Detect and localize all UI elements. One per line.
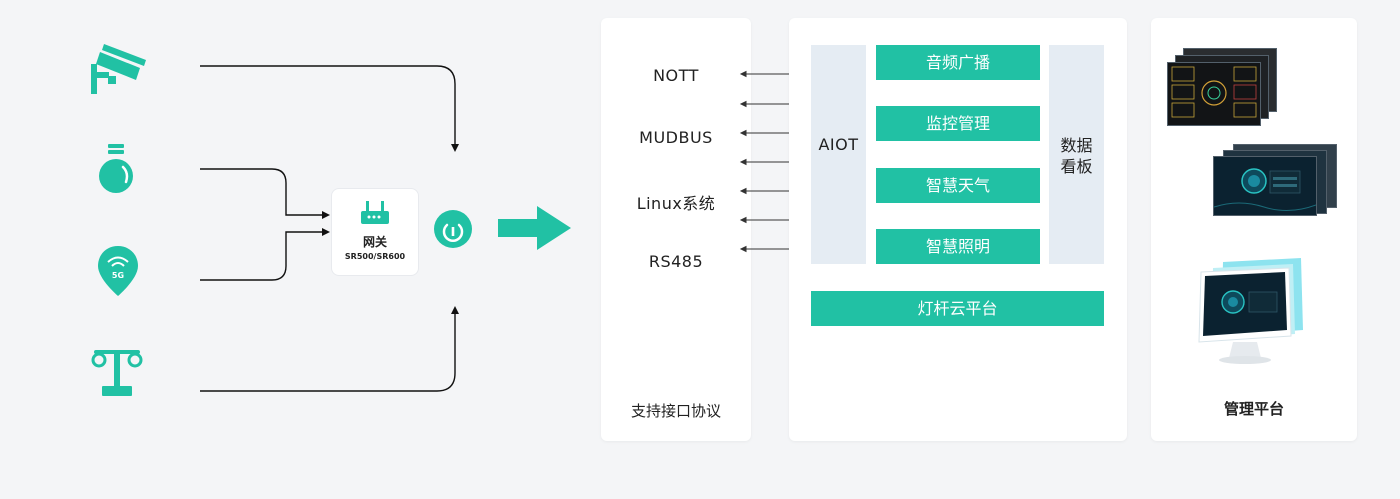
dashboard-thumbnail-graphic [1171,66,1257,118]
street-lamp-icon [90,344,144,402]
service-lighting: 智慧照明 [876,229,1040,264]
monitor-icon [1193,258,1317,372]
management-panel-title: 管理平台 [1223,400,1284,418]
arrowhead-up [451,306,459,314]
5g-location-icon: 5G [96,244,140,302]
platform-base-bar: 灯杆云平台 [811,291,1104,326]
connector-camera [200,65,456,146]
protocol-item: Linux系统 [636,194,716,213]
dashboard-thumbnail-front [1167,62,1261,126]
router-icon [361,201,389,229]
connector-bulb [200,168,324,216]
gateway-title: 网关 [362,235,387,249]
service-audio-broadcast: 音频广播 [876,45,1040,80]
gateway-model: SR500/SR600 [344,252,406,261]
connector-lamp [200,312,456,392]
flow-arrow [498,206,571,250]
aiot-label: AIOT [818,135,859,154]
device-connector-lines [200,65,571,392]
dashboard-box: 数据 看板 [1049,45,1104,264]
login-thumbnail-front [1213,156,1317,216]
power-icon [434,210,472,252]
connector-5g [200,231,324,281]
dashboard-label: 数据 看板 [1049,135,1104,177]
login-thumbnail-graphic [1213,168,1317,211]
dashboard-label-line1: 数据 [1060,136,1093,155]
service-weather: 智慧天气 [876,168,1040,203]
arrowhead-down [451,144,459,152]
gateway-card: 网关 SR500/SR600 [331,188,419,276]
light-bulb-icon [96,142,136,200]
protocol-panel: NOTT MUDBUS Linux系统 RS485 支持接口协议 [601,18,751,441]
5g-badge: 5G [112,271,124,280]
protocol-item: RS485 [648,252,704,271]
protocol-item: MUDBUS [639,128,713,147]
arrowhead-right-2 [322,228,330,236]
arrowhead-right-1 [322,211,330,219]
camera-icon [88,42,148,102]
management-panel: 管理平台 [1151,18,1357,441]
protocol-item: NOTT [653,66,699,85]
dashboard-label-line2: 看板 [1060,157,1093,176]
aiot-box: AIOT [811,45,866,264]
protocol-panel-title: 支持接口协议 [630,402,721,420]
platform-panel: AIOT 音频广播 监控管理 智慧天气 智慧照明 数据 看板 灯杆云平台 [789,18,1127,441]
service-monitoring: 监控管理 [876,106,1040,141]
